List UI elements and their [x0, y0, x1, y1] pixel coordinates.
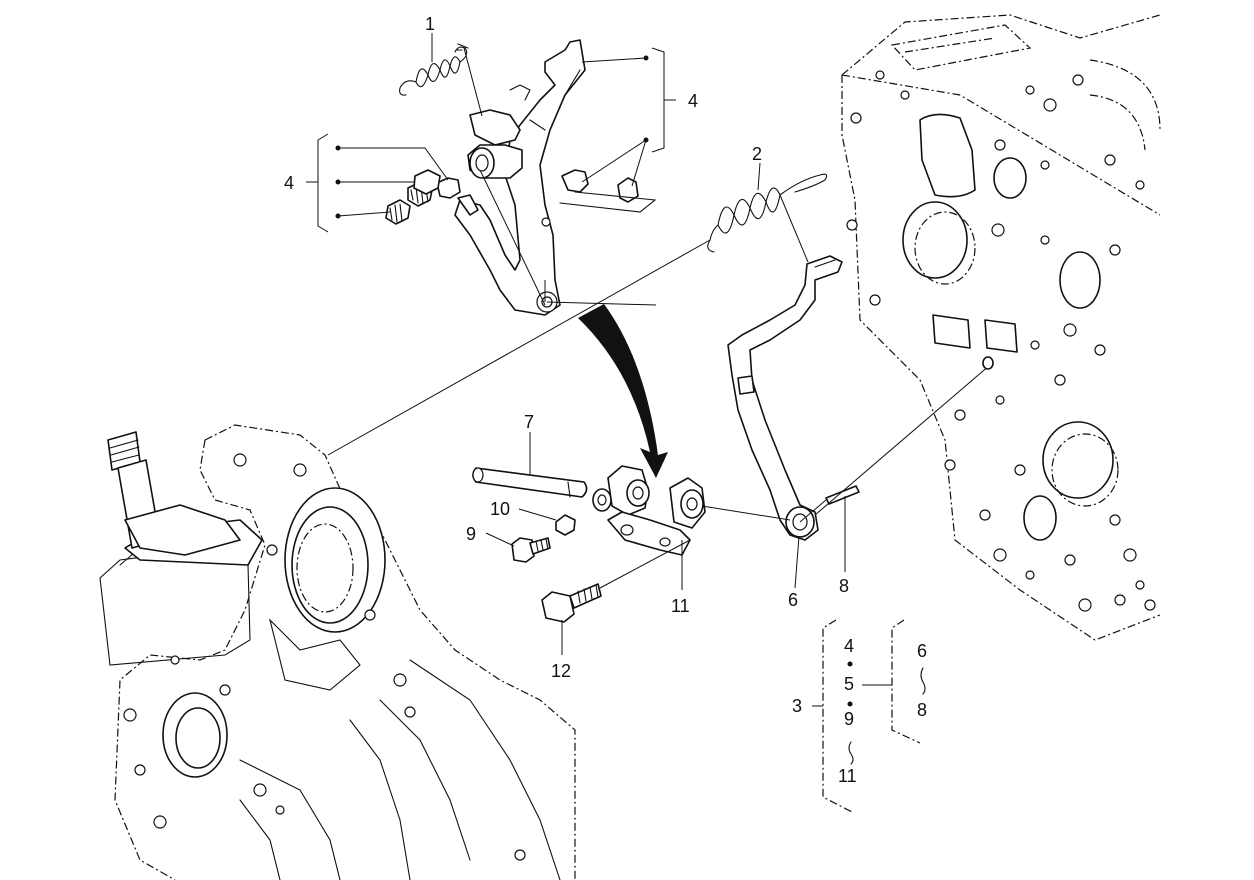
spring-1 — [399, 43, 469, 96]
callout-leaders — [306, 33, 846, 655]
callout-4-top: 4 — [688, 91, 698, 111]
legend-item-3: 9 — [844, 709, 854, 729]
washer-10 — [555, 488, 612, 536]
legend-sub-item-1: 6 — [917, 641, 927, 661]
callout-1: 1 — [425, 14, 435, 34]
callout-9: 9 — [466, 524, 476, 544]
shaft-7 — [472, 467, 588, 498]
legend-item-2: 5 — [844, 674, 854, 694]
callout-7: 7 — [524, 412, 534, 432]
callout-11: 11 — [671, 596, 690, 616]
legend-item-1: 4 — [844, 636, 854, 656]
callout-2: 2 — [752, 144, 762, 164]
callout-8: 8 — [839, 576, 849, 596]
lever-6 — [727, 255, 843, 541]
legend-item-4: 11 — [838, 766, 857, 786]
bolt-9 — [511, 537, 551, 563]
bolt-12 — [541, 583, 602, 623]
pin-8 — [825, 485, 860, 505]
spring-2 — [707, 173, 828, 253]
engine-block-housing — [841, 14, 1161, 641]
callout-4-left: 4 — [284, 173, 294, 193]
alignment-lines — [327, 169, 994, 589]
parts-group-legend: 3 4 5 9 11 6 8 — [792, 619, 927, 813]
pin-small — [436, 177, 461, 199]
callout-10: 10 — [490, 499, 510, 519]
callout-6: 6 — [788, 590, 798, 610]
gear-case-housing — [99, 424, 576, 880]
bracket-11 — [607, 465, 706, 556]
legend-group-label: 3 — [792, 696, 802, 716]
assembly-arrow — [578, 304, 668, 478]
callout-12: 12 — [551, 661, 571, 681]
fork-lever-assembly — [454, 39, 586, 316]
plug-right — [561, 169, 589, 193]
legend-sub-item-2: 8 — [917, 700, 927, 720]
